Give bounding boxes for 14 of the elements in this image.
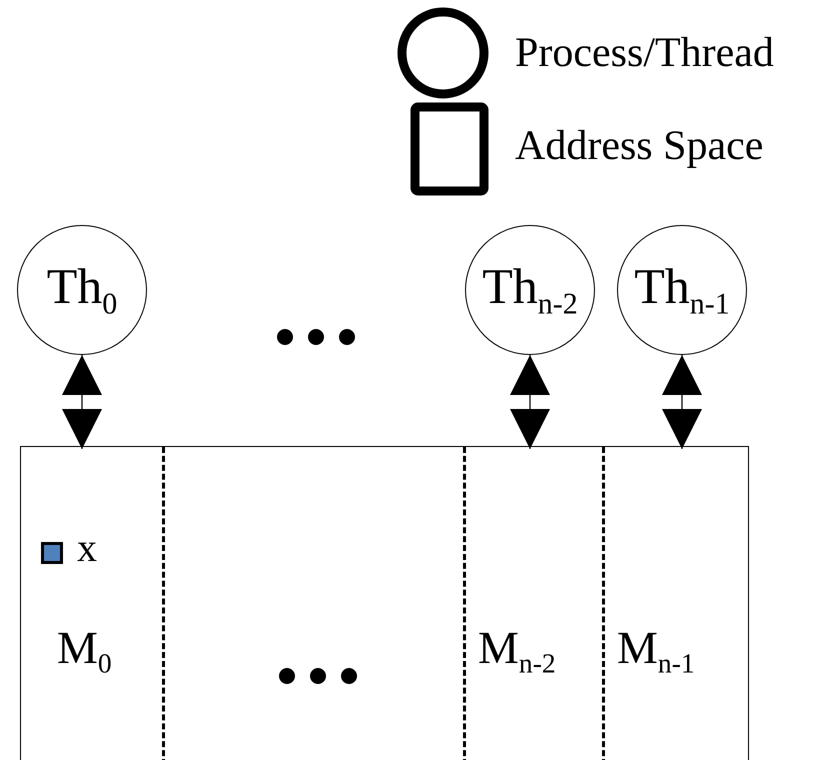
thread-label: Th$_{n-2}$ (482, 260, 578, 320)
partition-label: M$_{n-2}$ (478, 625, 556, 678)
legend-label: Address Space (515, 125, 764, 167)
address-space-box (20, 446, 749, 760)
double-arrow (662, 355, 702, 449)
legend-label: Process/Thread (515, 32, 774, 74)
double-arrow (510, 355, 550, 449)
variable-label: x (77, 528, 97, 568)
partition-label: M$_{n-1}$ (617, 625, 695, 678)
partition-label: M$_{0}$ (57, 625, 112, 678)
thread-label: Th$_{0}$ (46, 260, 118, 320)
variable-square (41, 542, 63, 564)
double-arrow (62, 355, 102, 449)
thread-label: Th$_{n-1}$ (634, 260, 730, 320)
